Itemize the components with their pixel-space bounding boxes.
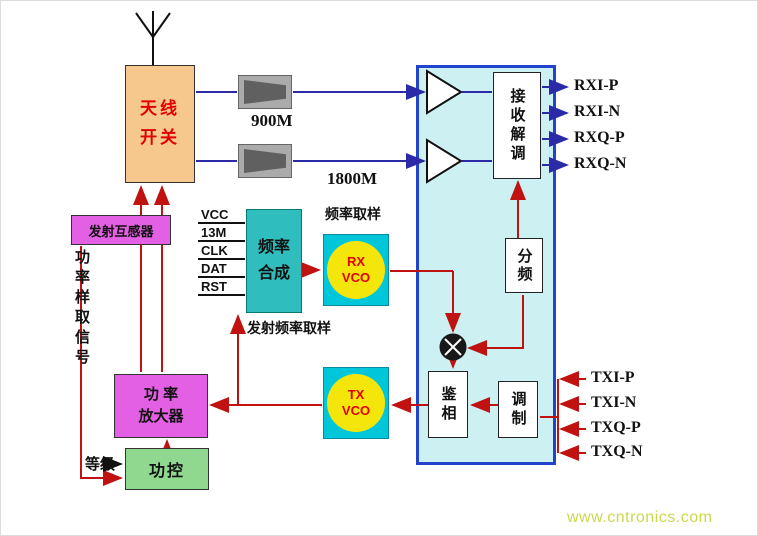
divider-block: 分频 bbox=[505, 238, 543, 293]
tx-transformer-label: 发射互感器 bbox=[88, 223, 154, 239]
power-amp-label-1: 功 率 bbox=[143, 385, 179, 403]
rx-vco-block: RX VCO bbox=[323, 234, 389, 306]
tx-vco-block: TX VCO bbox=[323, 367, 389, 439]
freq-sampling-label: 频率取样 bbox=[325, 206, 381, 222]
power-amp-label-2: 放大器 bbox=[138, 408, 184, 425]
tx-vco-circle-icon: TX VCO bbox=[327, 374, 385, 432]
tx-transformer-block: 发射互感器 bbox=[71, 215, 171, 245]
saw-filter-900-icon bbox=[238, 75, 292, 109]
rx-vco-label: RX VCO bbox=[341, 253, 371, 285]
modulator-label: 调制 bbox=[509, 390, 527, 429]
synth-pin-vcc: VCC bbox=[201, 207, 229, 222]
band-1800-label: 1800M bbox=[327, 169, 378, 188]
tx-input-txq-n: TXQ-N bbox=[591, 443, 643, 460]
power-amp-block: 功 率 放大器 bbox=[114, 374, 208, 438]
tx-input-txq-p: TXQ-P bbox=[591, 419, 641, 436]
power-sampling-label: 功率样取信号 bbox=[73, 249, 90, 369]
synth-pin-dat: DAT bbox=[201, 261, 227, 276]
saw-filter-1800-icon bbox=[238, 144, 292, 178]
phase-detector-block: 鉴相 bbox=[428, 371, 468, 438]
tx-input-txi-n: TXI-N bbox=[591, 394, 637, 411]
power-control-label: 功控 bbox=[148, 463, 185, 480]
tx-input-txi-p: TXI-P bbox=[591, 369, 635, 386]
freq-synth-block: 频率合成 bbox=[246, 209, 302, 313]
watermark: www.cntronics.com bbox=[567, 509, 713, 526]
tx-freq-sampling-label: 发射频率取样 bbox=[247, 320, 331, 336]
freq-synth-label: 频率合成 bbox=[257, 239, 290, 282]
synth-pin-rst: RST bbox=[201, 279, 227, 294]
rx-output-rxi-p: RXI-P bbox=[574, 77, 619, 94]
antenna-switch-block: 天线开关 bbox=[125, 65, 195, 183]
band-900-label: 900M bbox=[251, 111, 293, 130]
antenna-switch-label: 天线开关 bbox=[140, 99, 180, 147]
rx-output-rxi-n: RXI-N bbox=[574, 103, 621, 120]
level-label: 等级 bbox=[85, 456, 116, 473]
antenna-icon bbox=[135, 11, 171, 65]
rx-vco-circle-icon: RX VCO bbox=[327, 241, 385, 299]
rx-demod-block: 接收解调 bbox=[493, 72, 541, 179]
synth-pin-13m: 13M bbox=[201, 225, 227, 240]
tx-vco-label: TX VCO bbox=[341, 386, 371, 418]
rx-output-rxq-n: RXQ-N bbox=[574, 155, 627, 172]
synth-pin-clk: CLK bbox=[201, 243, 228, 258]
modulator-block: 调制 bbox=[498, 381, 538, 438]
power-control-block: 功控 bbox=[125, 448, 209, 490]
rx-demod-label: 接收解调 bbox=[508, 87, 526, 164]
phase-detector-label: 鉴相 bbox=[439, 385, 457, 424]
divider-label: 分频 bbox=[515, 247, 533, 284]
rx-output-rxq-p: RXQ-P bbox=[574, 129, 625, 146]
